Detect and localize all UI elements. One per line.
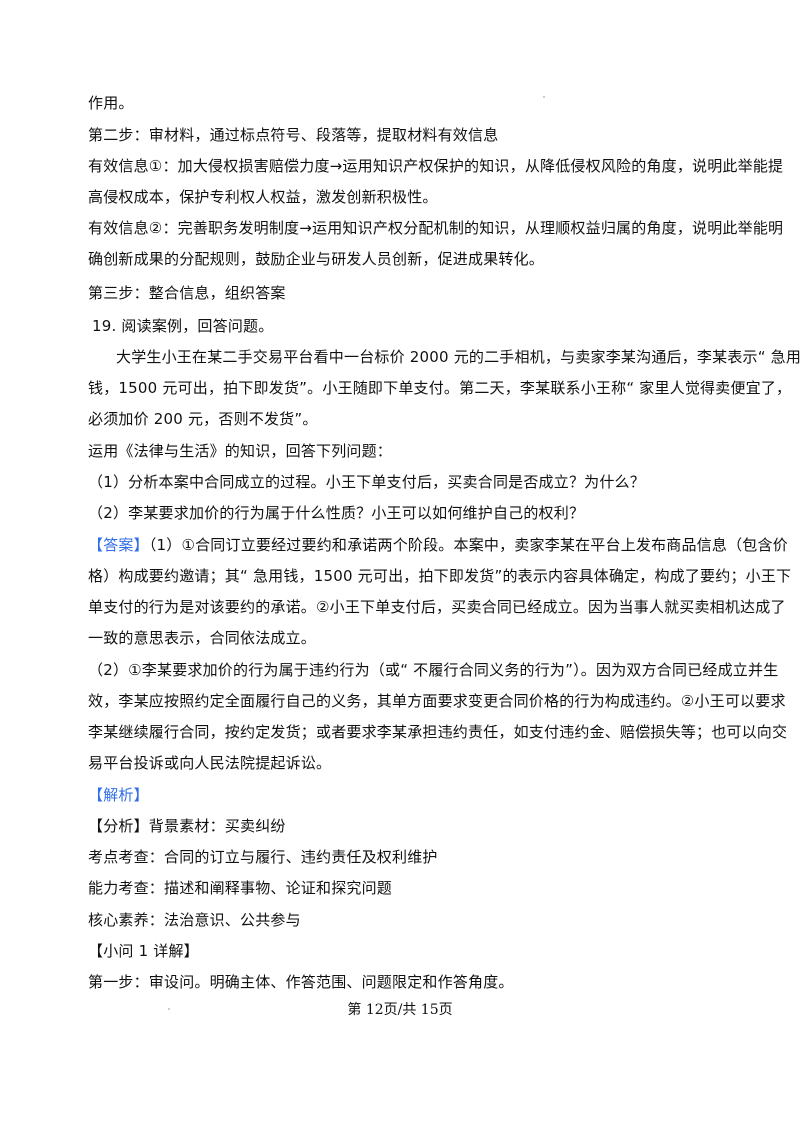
text-line: 有效信息①：加大侵权损害赔偿力度→运用知识产权保护的知识，从降低侵权风险的角度，… [88,157,784,175]
answer-tag: 【答案】 [88,536,149,554]
case-text-line: 大学生小王在某二手交易平台看中一台标价 2000 元的二手相机，与卖家李某沟通后… [116,348,800,366]
scan-speck [543,96,545,98]
analysis-line: 【分析】背景素材：买卖纠纷 [88,817,286,835]
text-line: 作用。 [88,94,134,112]
analysis-tag: 【解析】 [88,786,149,804]
case-text-line: 钱，1500 元可出，拍下即发货”。小王随即下单支付。第二天，李某联系小王称“ … [88,379,792,397]
answer-line: 效，李某应按照约定全面履行自己的义务，其单方面要求变更合同价格的行为构成违约。②… [88,692,786,710]
analysis-line: 核心素养：法治意识、公共参与 [88,911,301,929]
scan-speck [168,1008,170,1010]
instruction-line: 运用《法律与生活》的知识，回答下列问题： [88,442,393,460]
answer-line: 单支付的行为是对该要约的承诺。②小王下单支付后，买卖合同已经成立。因为当事人就买… [88,598,786,616]
sub-question-heading: 【小问 1 详解】 [88,942,199,960]
sub-question-2: （2）李某要求加价的行为属于什么性质？小王可以如何维护自己的权利？ [88,504,585,522]
text-line: 第三步：整合信息，组织答案 [88,284,286,302]
answer-line: （2）①李某要求加价的行为属于违约行为（或“ 不履行合同义务的行为”）。因为双方… [88,661,779,679]
analysis-line: 考点考查：合同的订立与履行、违约责任及权利维护 [88,848,438,866]
text-line: 确创新成果的分配规则，鼓励企业与研发人员创新，促进成果转化。 [88,250,545,268]
answer-line: 易平台投诉或向人民法院提起诉讼。 [88,754,332,772]
question-number-line: 19. 阅读案例，回答问题。 [92,317,274,335]
answer-line: 一致的意思表示，合同依法成立。 [88,629,317,647]
analysis-line: 能力考查：描述和阐释事物、论证和探究问题 [88,879,393,897]
sub-question-1: （1）分析本案中合同成立的过程。小王下单支付后，买卖合同是否成立？为什么？ [88,473,645,491]
answer-text: （1）①合同订立要经过要约和承诺两个阶段。本案中，卖家李某在平台上发布商品信息（… [148,536,788,554]
text-line: 高侵权成本，保护专利权人权益，激发创新积极性。 [88,188,438,206]
case-text-line: 必须加价 200 元，否则不发货”。 [88,410,318,428]
page-footer: 第 12页/共 15页 [347,1002,453,1018]
answer-line: 李某继续履行合同，按约定发货；或者要求李某承担违约责任，如支付违约金、赔偿损失等… [88,723,788,741]
analysis-line: 第一步：审设问。明确主体、作答范围、问题限定和作答角度。 [88,973,514,991]
text-line: 有效信息②：完善职务发明制度→运用知识产权分配机制的知识，从理顺权益归属的角度，… [88,219,784,237]
text-line: 第二步：审材料，通过标点符号、段落等，提取材料有效信息 [88,126,499,144]
answer-line: 格）构成要约邀请；其“ 急用钱，1500 元可出，拍下即发货”的表示内容具体确定… [88,567,792,585]
answer-line: 【答案】（1）①合同订立要经过要约和承诺两个阶段。本案中，卖家李某在平台上发布商… [88,534,788,556]
